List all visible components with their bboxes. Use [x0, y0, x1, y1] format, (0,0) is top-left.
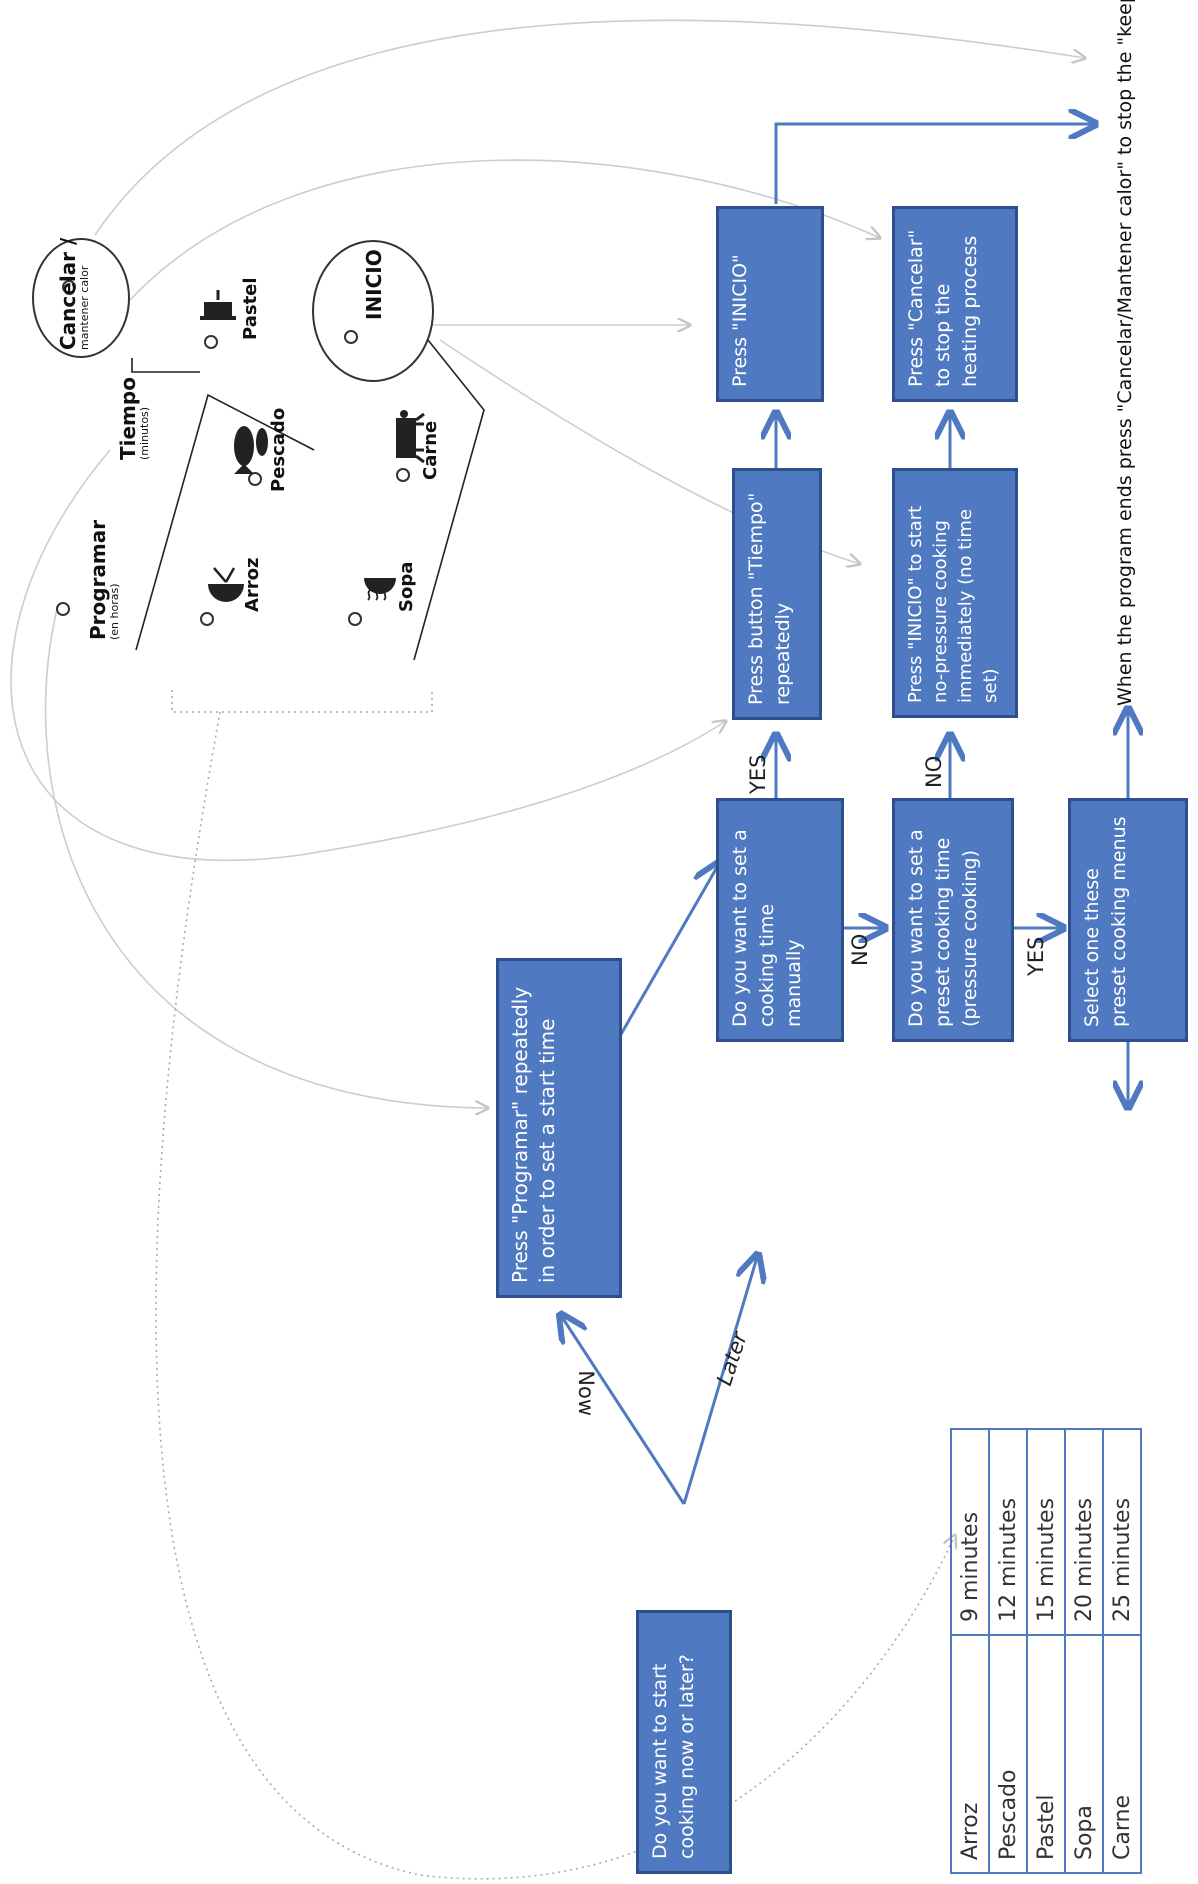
connector-cancelar-1	[129, 159, 880, 301]
label-yes-manual: YES	[746, 754, 770, 794]
preset-menu-name: Arroz	[951, 1635, 989, 1873]
sopa-indicator-icon	[348, 612, 362, 626]
arroz-indicator-icon	[200, 612, 214, 626]
preset-menu-name: Pastel	[1027, 1635, 1065, 1873]
label-now: Now	[574, 1370, 598, 1416]
arrow-programar-to-manual	[618, 862, 720, 1037]
box-select-preset: Select one these preset cooking menus	[1068, 798, 1188, 1042]
preset-menu-name: Sopa	[1065, 1635, 1103, 1873]
label-no-preset: NO	[922, 755, 946, 788]
fish-icon	[234, 426, 268, 474]
box-press-tiempo: Press button "Tiempo" repeatedly	[732, 468, 822, 720]
box-preset-question: Do you want to set a preset cooking time…	[892, 798, 1014, 1042]
carne-indicator-icon	[396, 468, 410, 482]
preset-menu-time: 25 minutes	[1103, 1429, 1141, 1635]
label-no-manual: NO	[848, 933, 872, 966]
label-yes-preset: YES	[1024, 936, 1048, 976]
box-start-question: Do you want to start cooking now or late…	[636, 1610, 732, 1874]
connector-programar	[44, 604, 488, 1108]
end-note: When the program ends press "Cancelar/Ma…	[1114, 0, 1136, 706]
connector-cancelar-2	[94, 19, 1085, 236]
arrow-later	[682, 1254, 758, 1505]
cancelar-indicator-icon	[62, 280, 76, 294]
arrow-inicio-to-note	[774, 124, 1096, 204]
preset-menu-time: 20 minutes	[1065, 1429, 1103, 1635]
preset-menu-time: 12 minutes	[989, 1429, 1027, 1635]
box-press-programar: Press "Programar" repeatedly in order to…	[496, 958, 622, 1298]
inicio-indicator-icon	[344, 330, 358, 344]
cancelar-button-circle[interactable]	[32, 238, 130, 358]
rice-bowl-icon	[208, 567, 244, 602]
dotted-link	[155, 711, 955, 1880]
connector-tiempo	[10, 449, 726, 862]
cow-icon	[396, 410, 425, 464]
box-press-inicio-no-pressure: Press "INICIO" to start no-pressure cook…	[892, 468, 1018, 718]
preset-menu-name: Carne	[1103, 1635, 1141, 1873]
pastel-indicator-icon	[204, 335, 218, 349]
preset-menu-time: 15 minutes	[1027, 1429, 1065, 1635]
panel-connectors	[10, 19, 1085, 1108]
bracket-line	[171, 690, 433, 713]
preset-menu-name: Pescado	[989, 1635, 1027, 1873]
pescado-indicator-icon	[248, 472, 262, 486]
cake-icon	[200, 290, 236, 320]
box-manual-question: Do you want to set a cooking time manual…	[716, 798, 844, 1042]
soup-bowl-icon	[364, 578, 396, 601]
programar-indicator-icon	[56, 602, 70, 616]
box-press-cancelar: Press "Cancelar" to stop the heating pro…	[892, 206, 1018, 402]
arrow-now	[560, 1314, 686, 1505]
preset-menu-time: 9 minutes	[951, 1429, 989, 1635]
box-press-inicio: Press "INICIO"	[716, 206, 824, 402]
menu-bracket	[155, 690, 955, 1880]
